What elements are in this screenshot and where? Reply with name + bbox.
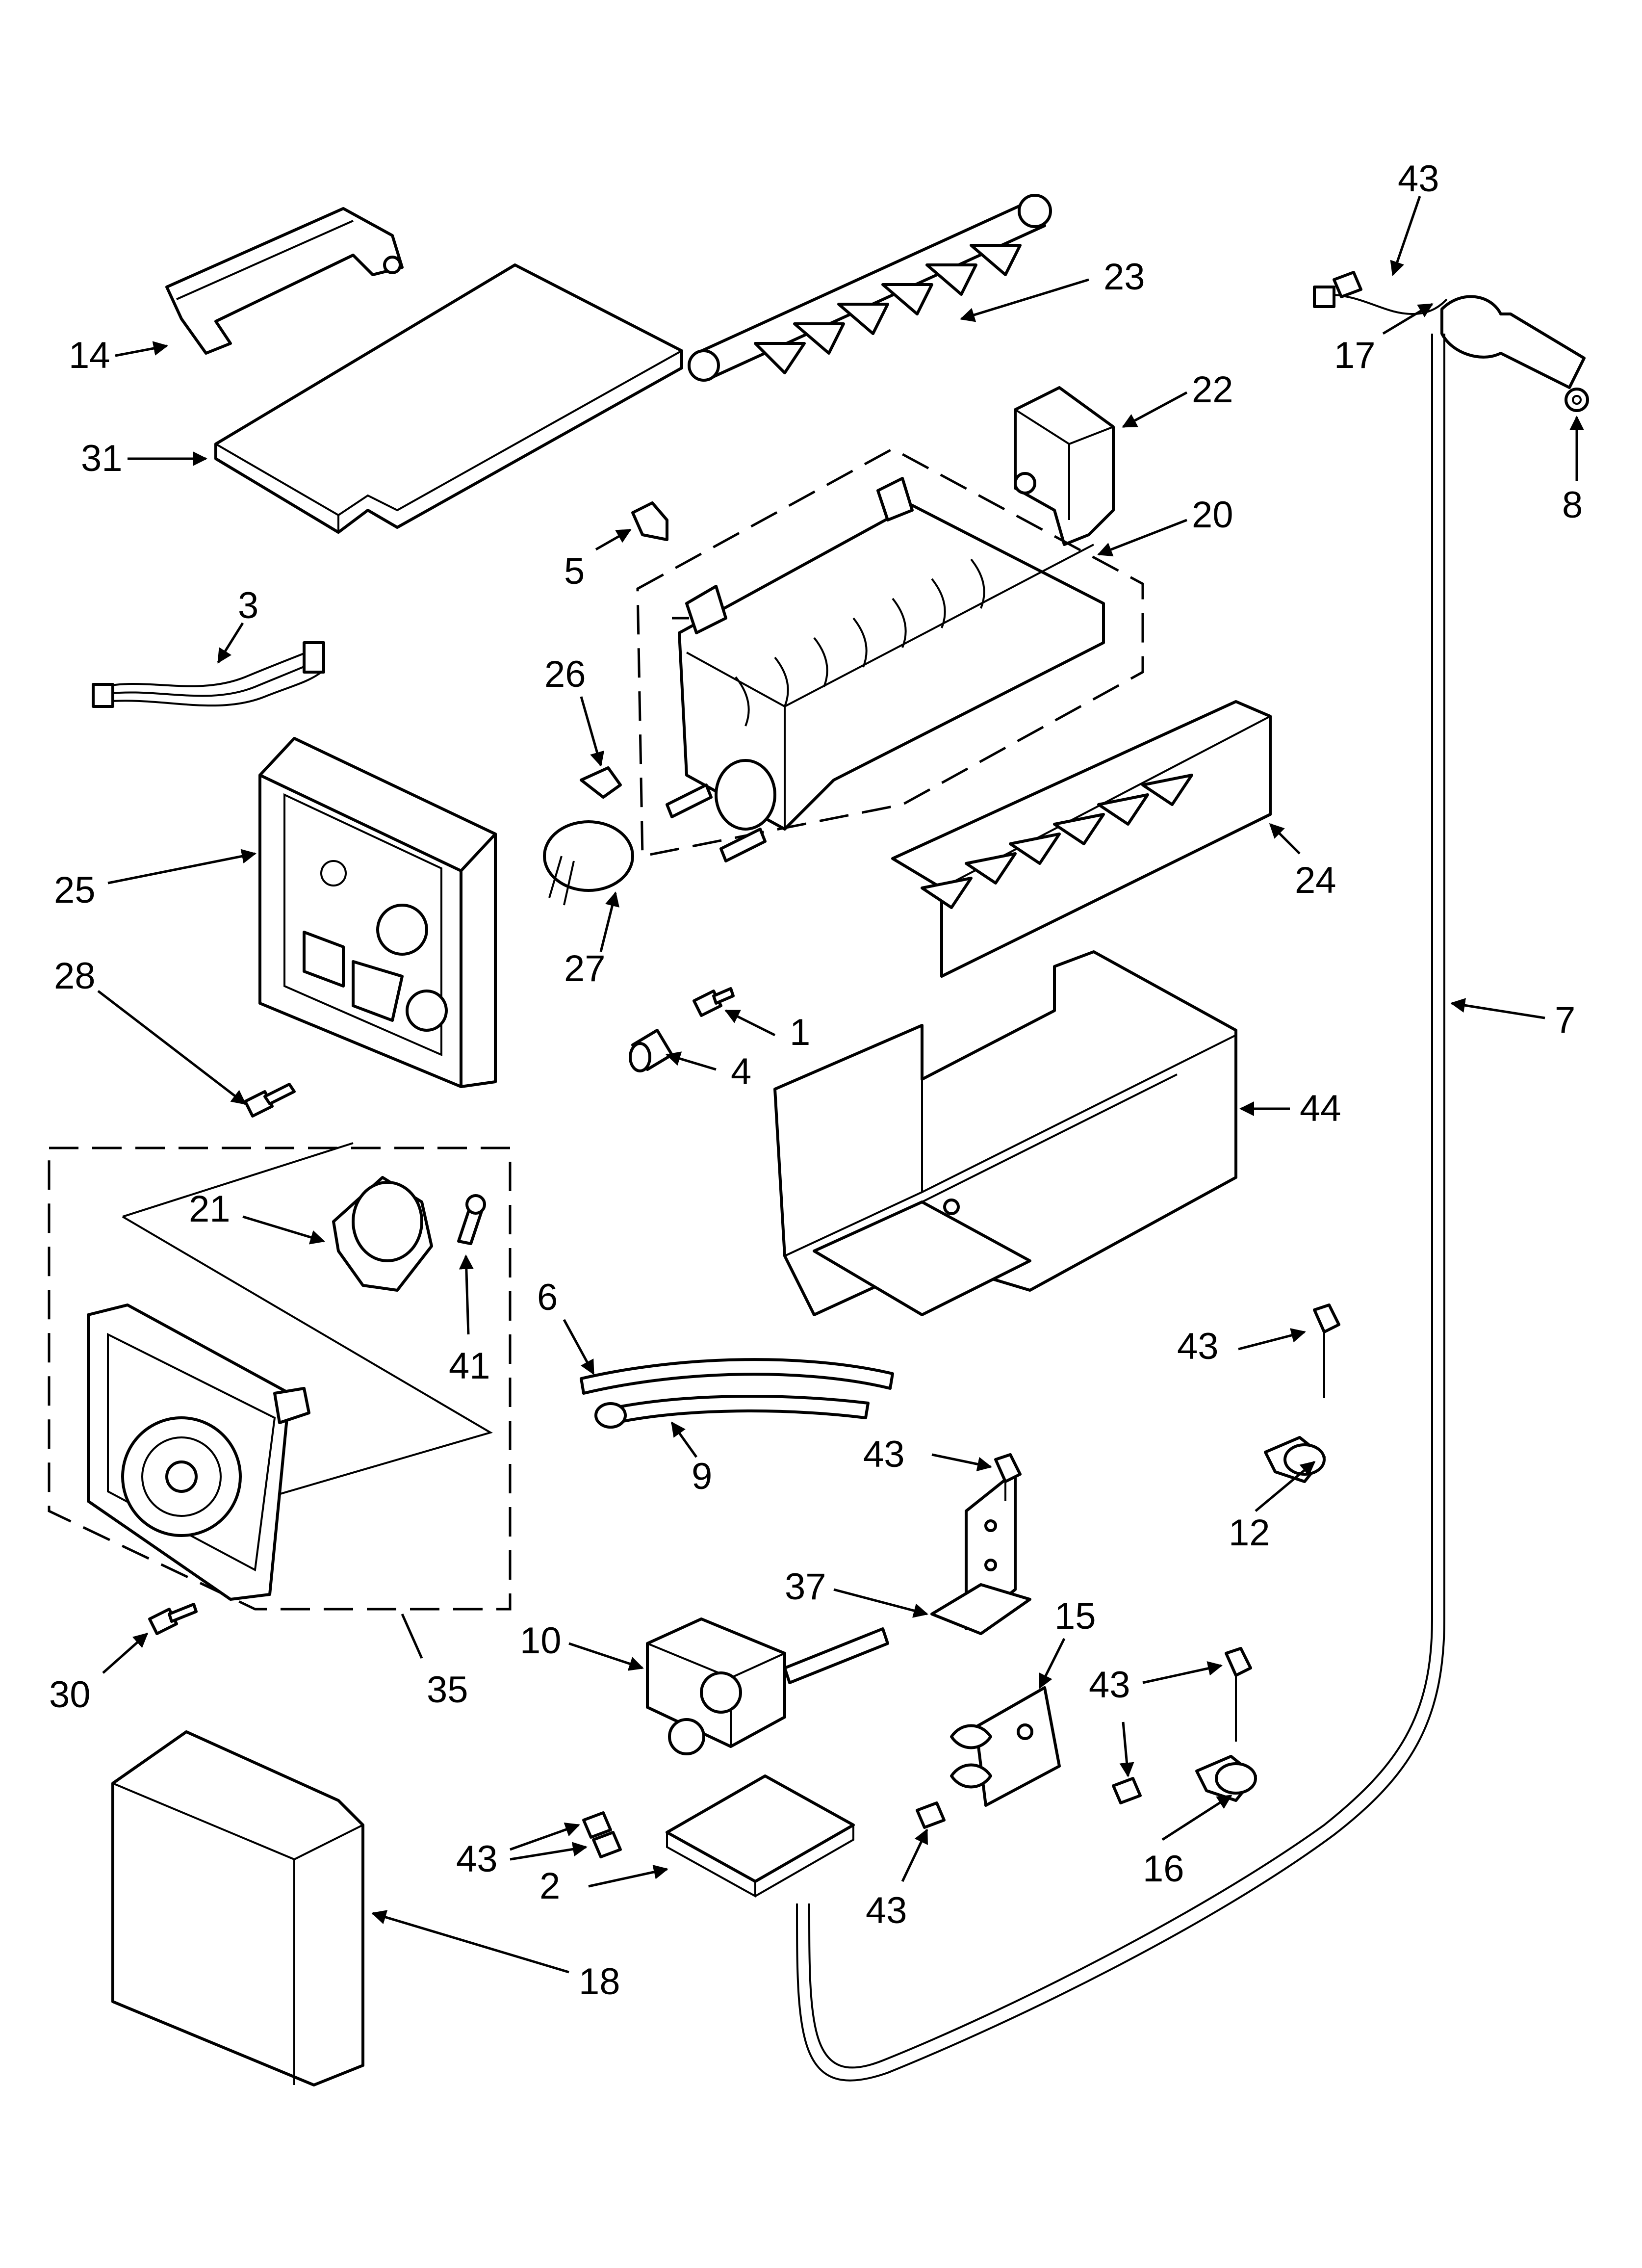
callout-3: 3 [238,585,258,626]
part-30-screw [148,1603,198,1635]
callout-16: 16 [1143,1848,1184,1890]
callout-18: 18 [579,1961,620,2003]
part-37-bracket [930,1470,1031,1635]
callout-6: 6 [537,1277,558,1318]
part-44-bracket [773,950,1237,1316]
part-28-screw [244,1083,296,1118]
callout-25: 25 [54,869,96,911]
callout-43: 43 [1398,158,1439,200]
part-22-funnel [1014,386,1115,546]
callout-14: 14 [69,335,110,376]
part-23-ejector [688,194,1052,382]
callout-27: 27 [564,948,606,990]
callout-9: 9 [692,1456,712,1497]
part-12-clip [1264,1436,1326,1483]
callout-12: 12 [1229,1512,1270,1554]
callout-31: 31 [81,438,123,479]
part-8-washer [1565,388,1589,412]
part-4-spacer [629,1029,673,1072]
callout-8: 8 [1562,484,1583,526]
callout-17: 17 [1334,335,1376,376]
callout-41: 41 [449,1345,490,1387]
callout-43: 43 [456,1838,498,1880]
callout-26: 26 [544,653,586,695]
part-6-tube [580,1358,894,1395]
callout-7: 7 [1555,999,1575,1041]
part-43-screw [994,1453,1022,1501]
callout-43: 43 [866,1890,907,1931]
part-31-cover [214,263,683,534]
part-1-screw [693,987,735,1017]
part-18-cover-box [111,1730,364,2086]
part-14-handle [165,207,404,355]
leader-lines [97,196,1584,1974]
part-3-wire-harness [92,641,325,708]
callout-43: 43 [1177,1326,1219,1367]
part-43-screw [1333,271,1362,298]
callout-43: 43 [863,1434,905,1475]
callout-15: 15 [1054,1595,1096,1637]
part-43-screw [582,1811,622,1858]
callout-5: 5 [564,550,585,592]
part-43-screw [916,1801,946,1829]
part-26-clip [580,766,622,799]
callout-22: 22 [1192,369,1233,411]
callout-4: 4 [731,1051,751,1093]
part-43-screw [1313,1303,1340,1398]
callout-24: 24 [1295,860,1336,901]
part-35-motor-assembly [48,1142,512,1611]
part-43-screw [1112,1777,1142,1804]
callout-23: 23 [1103,256,1145,298]
callout-37: 37 [785,1566,826,1608]
callout-43: 43 [1089,1664,1130,1706]
part-41-screw [457,1194,486,1245]
part-15-clamp-bracket [950,1686,1061,1807]
part-16-clip [1195,1755,1257,1802]
part-5-clip [631,501,668,541]
callout-20: 20 [1192,494,1233,536]
part-27-thermostat [543,820,634,906]
part-17-fill-tube [1313,286,1586,389]
callout-35: 35 [427,1669,468,1711]
part-10-water-valve [646,1617,889,1755]
part-21-motor [332,1176,433,1292]
part-20-mold [636,447,1144,862]
callout-28: 28 [54,955,96,997]
part-43-screw [1225,1647,1252,1742]
callout-44: 44 [1300,1088,1341,1129]
part-9-tube [594,1395,870,1429]
callout-2: 2 [539,1865,560,1907]
part-2-bracket [666,1774,855,1898]
part-7-water-tube [796,334,1445,2082]
callout-21: 21 [189,1188,231,1230]
callout-labels: 14 31 3 5 26 27 23 22 20 24 25 28 1 4 44… [49,158,1583,2003]
part-25-control-housing [258,737,497,1088]
callout-10: 10 [520,1620,562,1662]
part-24-stripper [891,700,1272,978]
callout-30: 30 [49,1674,91,1716]
callout-1: 1 [790,1012,810,1053]
